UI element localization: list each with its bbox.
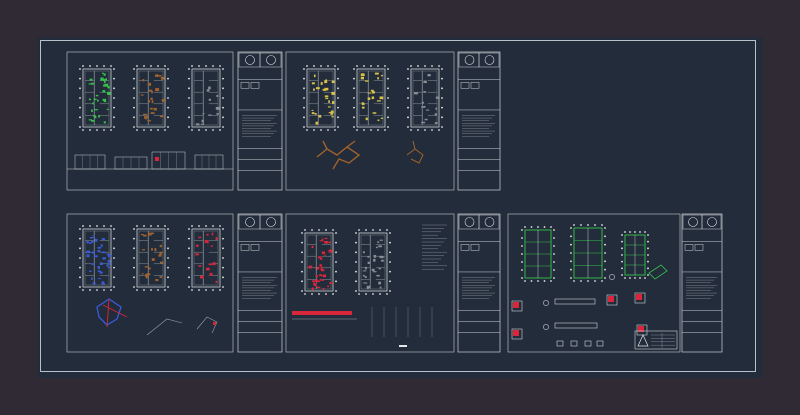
drawing-frame-border xyxy=(40,40,756,372)
title-block xyxy=(237,213,283,353)
structural-details xyxy=(511,274,648,347)
floor-plan xyxy=(301,229,337,295)
floor-plan xyxy=(188,225,224,291)
structural-plan xyxy=(570,224,606,282)
structural-plan xyxy=(521,226,555,282)
building-elevation xyxy=(67,151,233,170)
floor-plan xyxy=(133,65,169,131)
sheet-5[interactable] xyxy=(507,213,723,353)
compass-logo-icon xyxy=(464,217,495,227)
floor-plan xyxy=(353,65,389,131)
sheet-1[interactable] xyxy=(66,51,283,191)
structural-plan xyxy=(621,231,649,279)
general-notes xyxy=(422,224,447,270)
cad-model-viewport[interactable] xyxy=(37,37,763,378)
floor-plan xyxy=(133,225,169,291)
legend-table xyxy=(634,330,678,350)
cad-drawing-canvas[interactable] xyxy=(37,37,763,378)
title-block xyxy=(457,51,501,191)
floor-plan xyxy=(303,65,339,131)
title-block xyxy=(237,51,283,191)
sheet-2[interactable] xyxy=(285,51,501,191)
compass-logo-icon xyxy=(688,217,717,227)
compass-logo-icon xyxy=(245,55,276,65)
pipe-section-detail xyxy=(292,307,433,347)
floor-plan xyxy=(188,65,224,131)
compass-logo-icon xyxy=(464,55,495,65)
title-block xyxy=(681,213,723,353)
floor-plan xyxy=(79,65,115,131)
isometric-piping-diagram xyxy=(316,140,424,170)
floor-plan xyxy=(355,229,391,295)
floor-plan xyxy=(407,65,443,131)
electrical-detail-drawings xyxy=(96,298,218,336)
floor-plan xyxy=(79,225,115,291)
title-block xyxy=(457,213,501,353)
compass-logo-icon xyxy=(245,217,276,227)
sheet-4[interactable] xyxy=(285,213,501,353)
sheet-3[interactable] xyxy=(66,213,283,353)
